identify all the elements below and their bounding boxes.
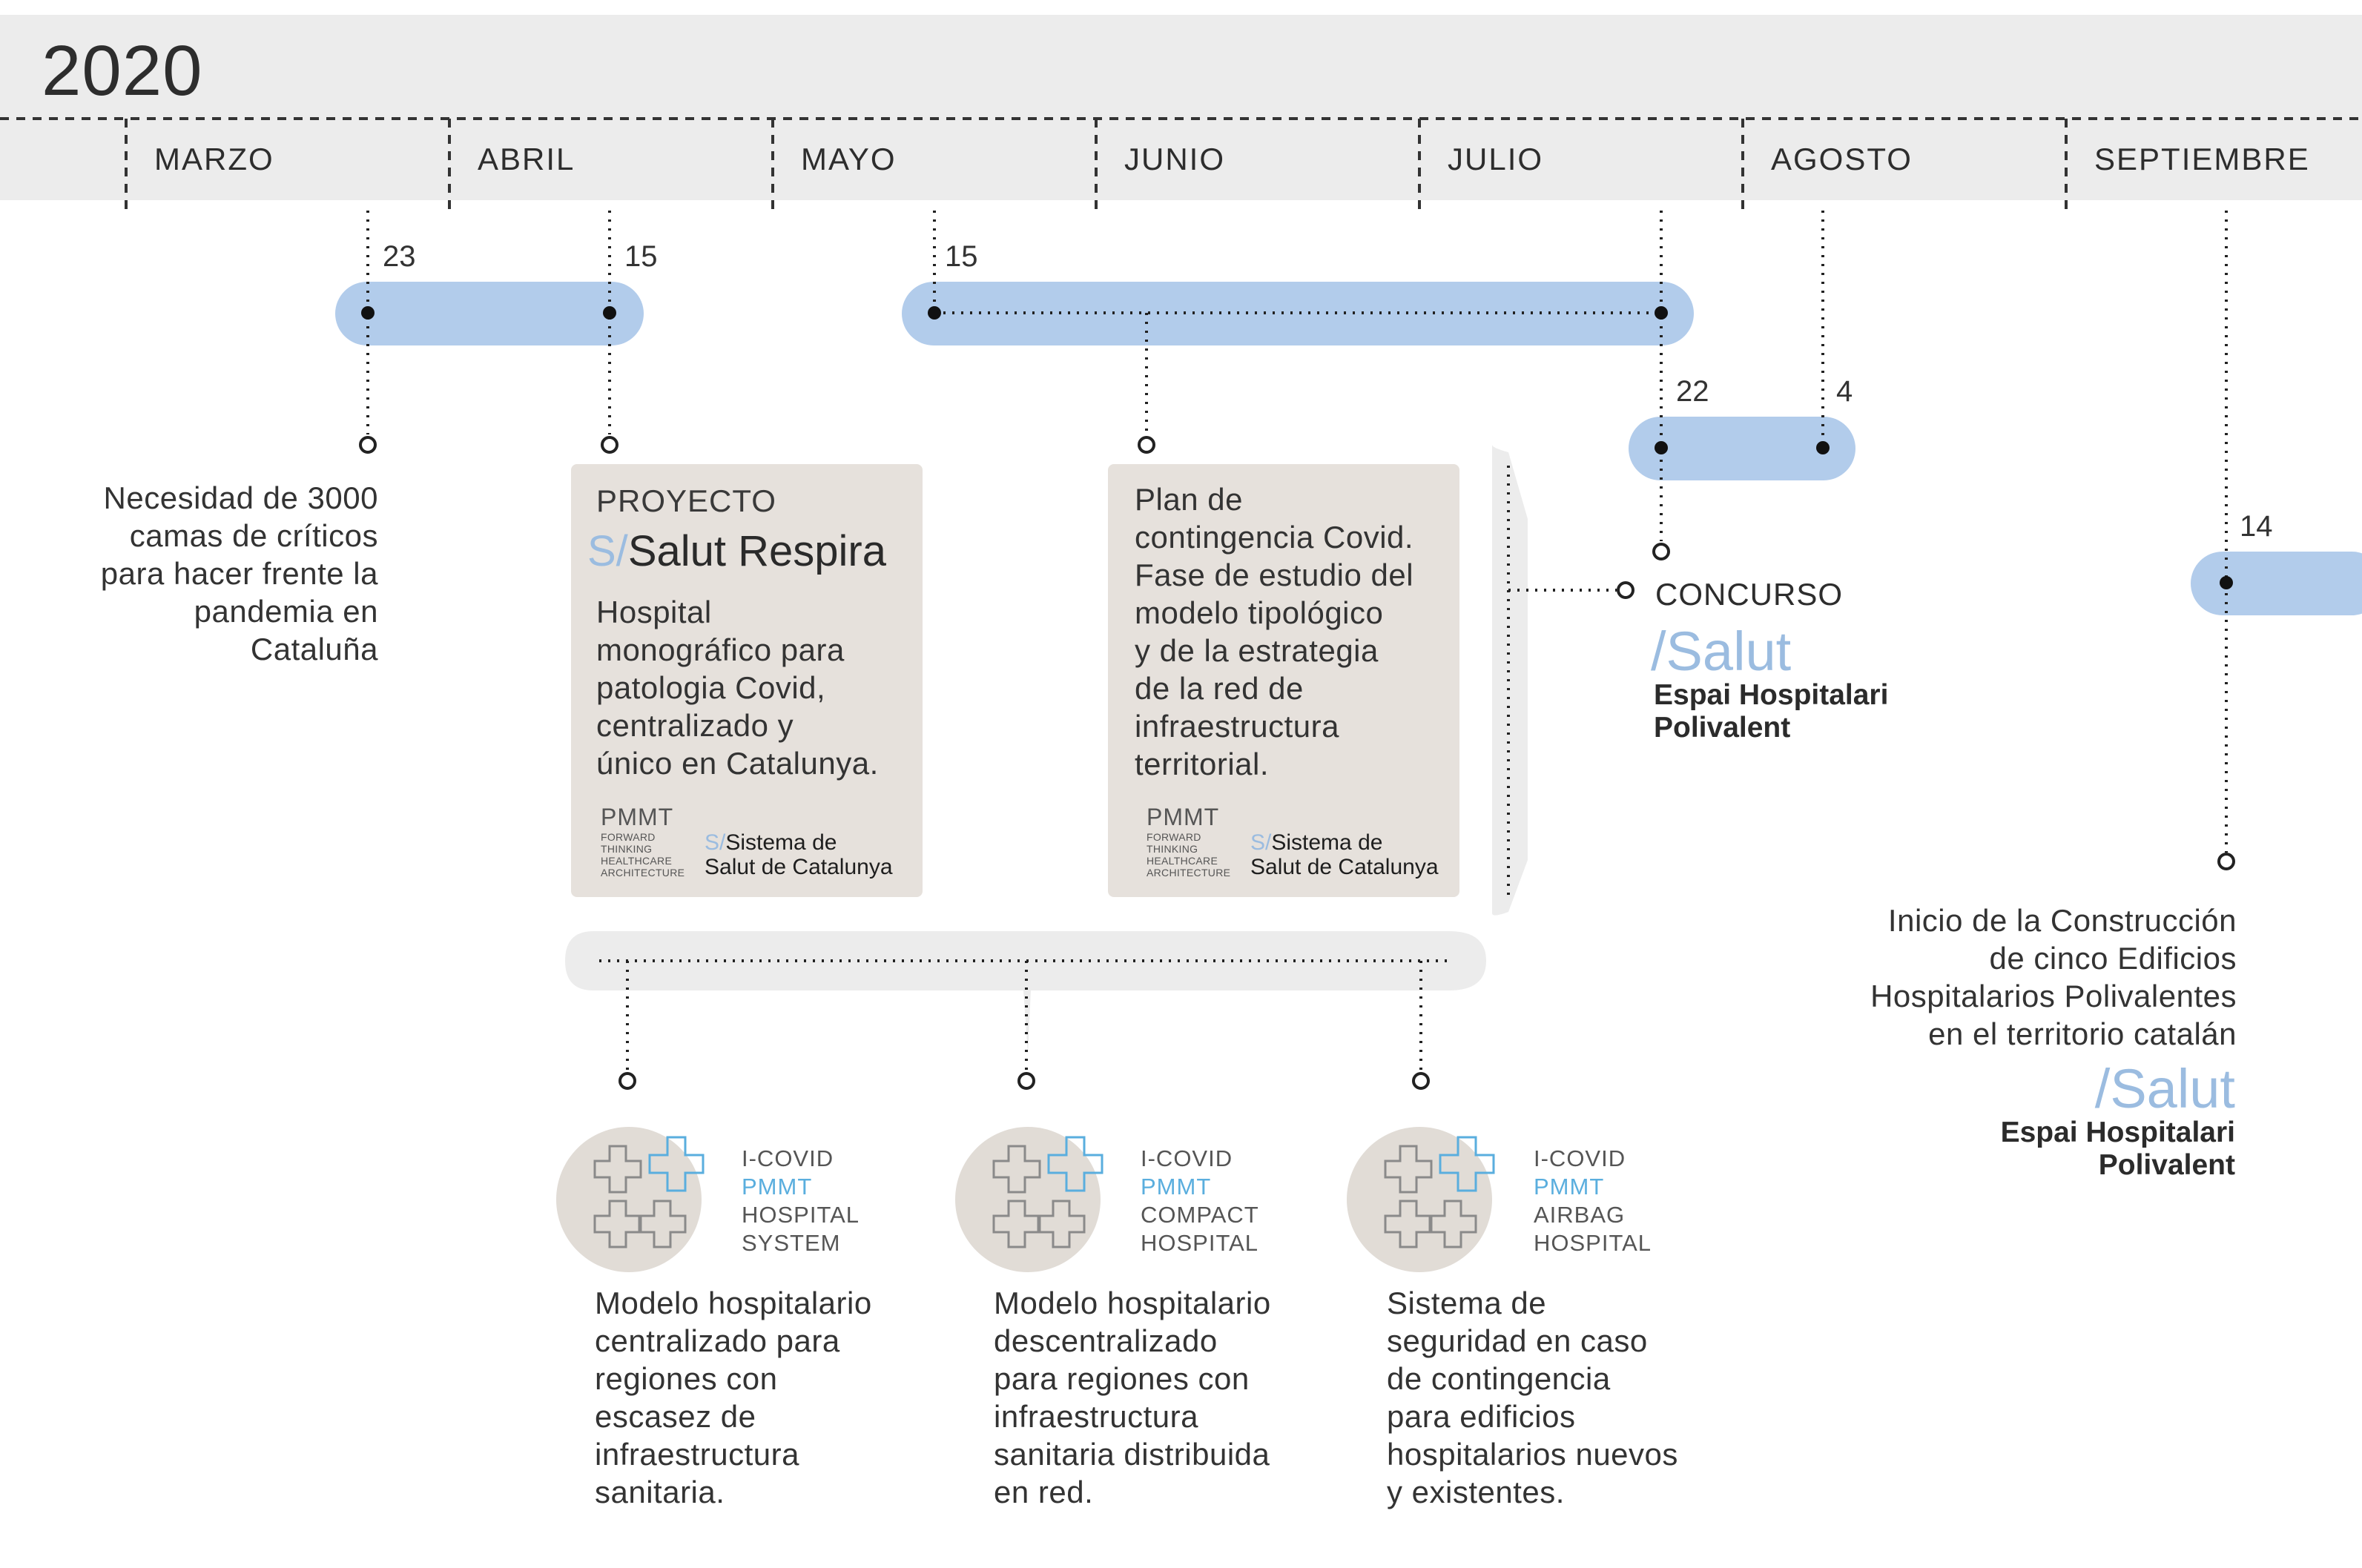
month-agosto: AGOSTO [1771, 142, 1913, 176]
espai-hospitalari: Espai Hospitalari Polivalent [2000, 1117, 2235, 1181]
pill-mayo-julio [902, 282, 1694, 345]
model-airbag-hospital [1347, 1127, 1510, 1279]
day-label: 22 [1676, 375, 1709, 408]
filled-dots [361, 306, 2233, 589]
event-inicio-construccion: Inicio de la Construcción de cinco Edifi… [1870, 903, 2237, 1051]
crosses-icon [955, 1127, 1104, 1272]
card-tag: PROYECTO [596, 483, 776, 518]
header-band [0, 15, 2362, 200]
pill-septiembre [2191, 552, 2362, 615]
model-label: I-COVID PMMT COMPACT HOSPITAL [1141, 1145, 1259, 1256]
month-septiembre: SEPTIEMBRE [2094, 142, 2310, 176]
event-necesidad: Necesidad de 3000 camas de críticos para… [100, 480, 378, 666]
concurso-label: CONCURSO [1655, 577, 1844, 612]
model-compact-hospital [955, 1127, 1118, 1279]
model-hospital-system [556, 1127, 719, 1279]
day-label: 15 [624, 240, 658, 273]
month-julio: JULIO [1448, 142, 1544, 176]
salut-logo: /Salut [2094, 1058, 2235, 1119]
pill-julio-agosto [1629, 417, 1855, 480]
sistema-salut-logo: S/Sistema de Salut de Catalunya [1250, 830, 1439, 879]
bottom-bracket [565, 931, 1486, 1054]
card-body: Hospital monográfico para patologia Covi… [596, 595, 879, 781]
model-description: Sistema de seguridad en caso de continge… [1387, 1286, 1678, 1509]
month-junio: JUNIO [1124, 142, 1225, 176]
year-title: 2020 [42, 31, 203, 110]
model-label: I-COVID PMMT HOSPITAL SYSTEM [742, 1145, 860, 1256]
pill-marzo-abril [335, 282, 644, 345]
crosses-icon [1347, 1127, 1495, 1272]
month-mayo: MAYO [801, 142, 897, 176]
model-description: Modelo hospitalario centralizado para re… [595, 1286, 872, 1509]
card-plan-contingencia: Plan de contingencia Covid. Fase de estu… [1108, 464, 1459, 897]
day-label: 14 [2240, 510, 2273, 543]
crosses-icon [556, 1127, 705, 1272]
card-title: S/Salut Respira [587, 527, 886, 575]
dotted-leaders [366, 211, 2228, 1072]
month-abril: ABRIL [478, 142, 575, 176]
salut-logo: /Salut [1651, 621, 1792, 682]
card-salut-respira: PROYECTO S/Salut Respira Hospital monogr… [571, 464, 923, 897]
open-dots [359, 436, 2235, 1090]
day-label: 4 [1836, 375, 1853, 408]
sistema-salut-logo: S/Sistema de Salut de Catalunya [705, 830, 893, 879]
card-body: Plan de contingencia Covid. Fase de estu… [1135, 482, 1414, 781]
model-label: I-COVID PMMT AIRBAG HOSPITAL [1534, 1145, 1652, 1256]
day-label: 23 [383, 240, 416, 273]
model-description: Modelo hospitalario descentralizado para… [994, 1286, 1271, 1509]
espai-hospitalari: Espai Hospitalari Polivalent [1654, 679, 1889, 744]
day-label: 15 [945, 240, 978, 273]
month-marzo: MARZO [154, 142, 274, 176]
